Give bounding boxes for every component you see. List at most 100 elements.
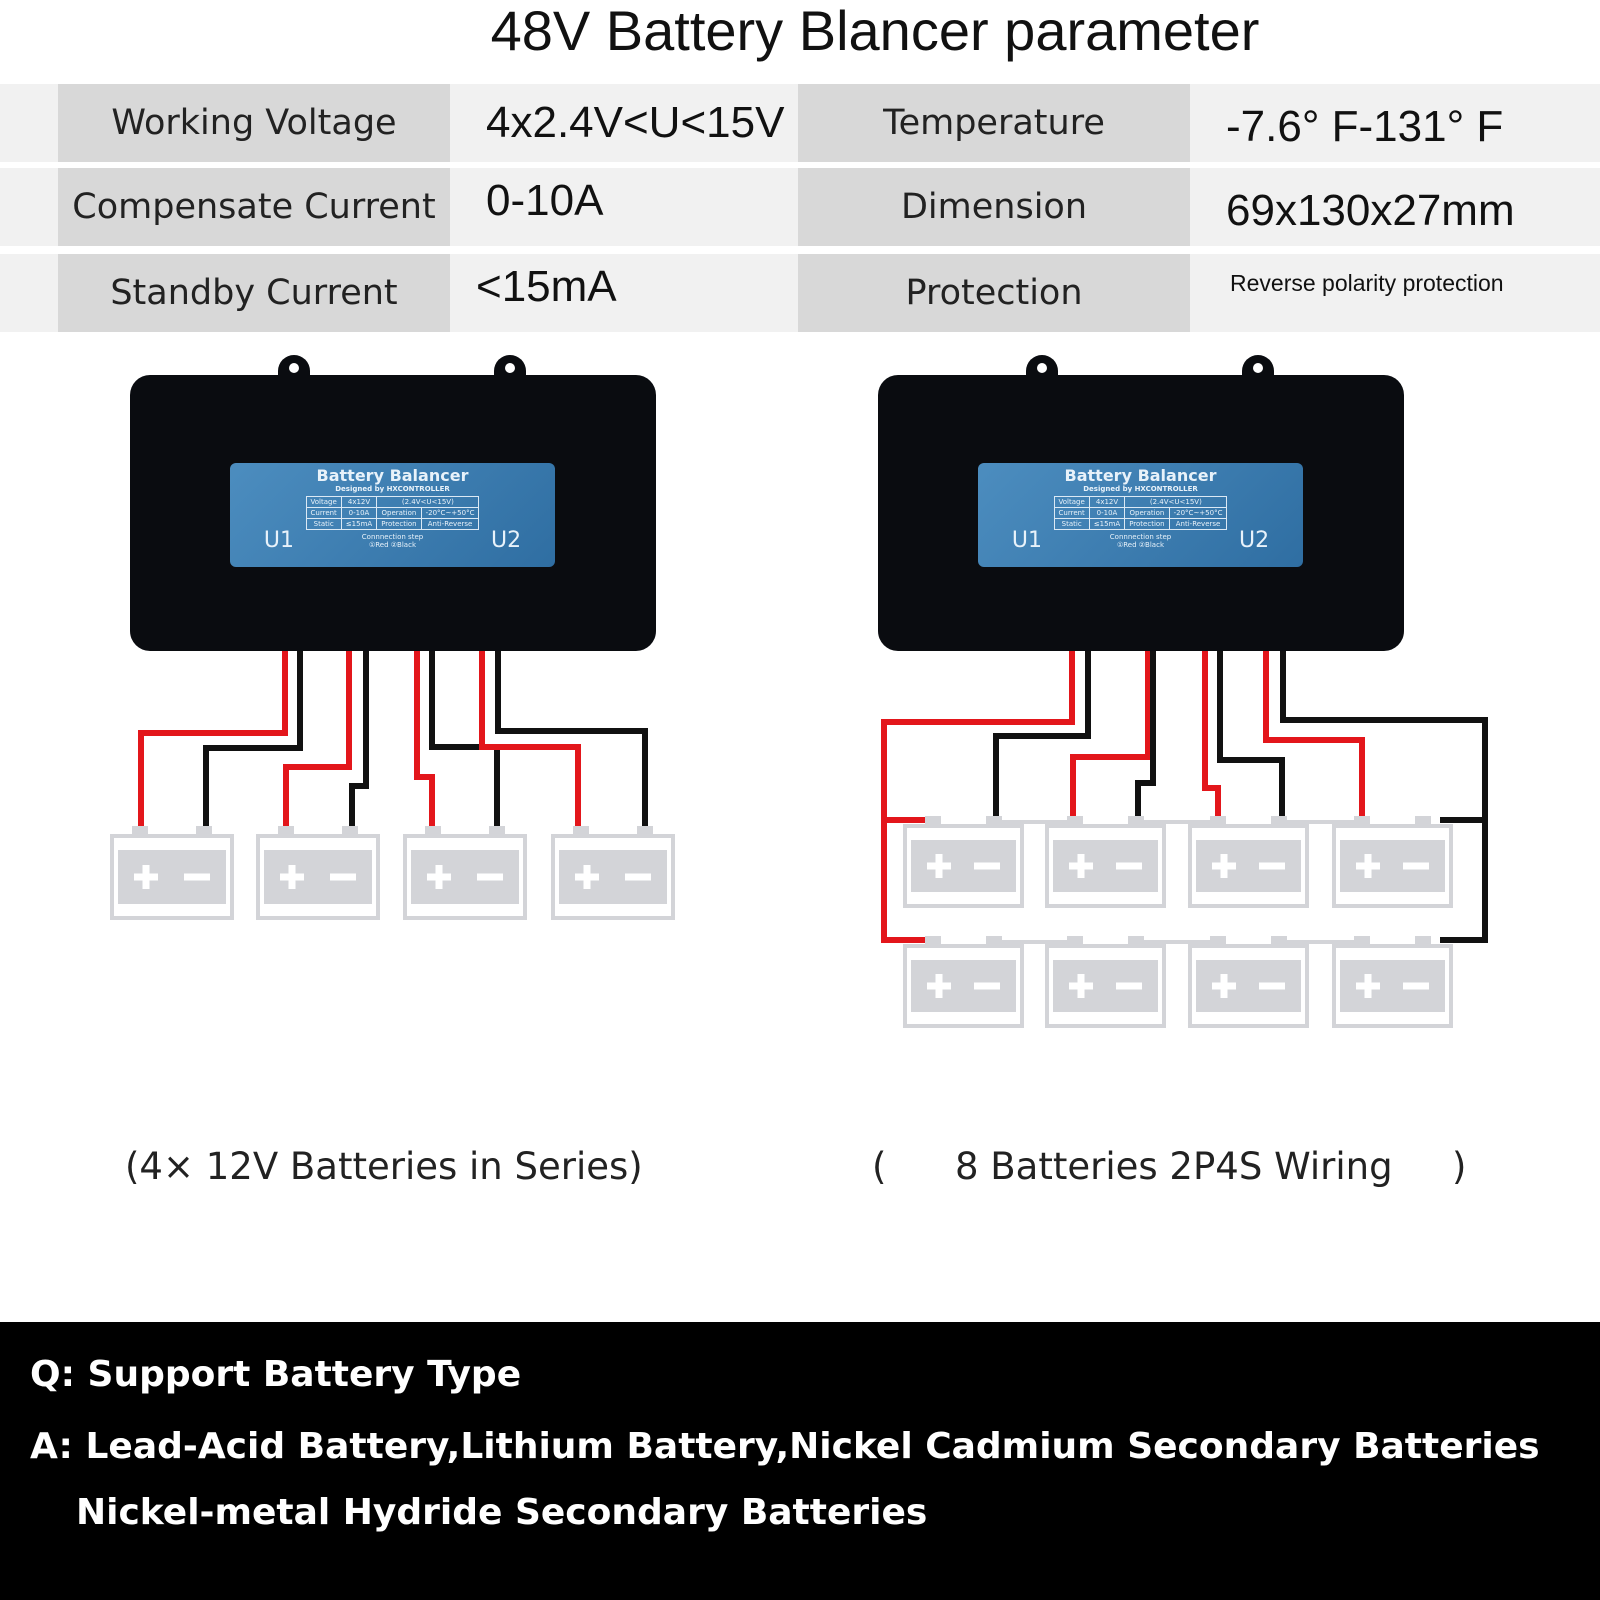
battery-terminal xyxy=(573,826,589,838)
red-wire xyxy=(1202,650,1221,818)
spec-cell: -20°C~+50°C xyxy=(420,507,480,519)
battery-terminal xyxy=(278,826,294,838)
device-label: Battery Balancer Designed by HXCONTROLLE… xyxy=(230,463,555,567)
spec-cell: Anti-Reverse xyxy=(1168,518,1228,530)
plus-icon xyxy=(427,865,451,889)
spec-cell: Static xyxy=(1053,518,1090,530)
param-value: <15mA xyxy=(476,262,617,311)
plus-icon xyxy=(927,974,951,998)
red-wire xyxy=(881,650,1075,943)
param-label: Standby Current xyxy=(58,254,450,332)
device-label: Battery Balancer Designed by HXCONTROLLE… xyxy=(978,463,1303,567)
spec-cell: Anti-Reverse xyxy=(420,518,480,530)
param-label: Working Voltage xyxy=(58,84,450,162)
battery-terminal xyxy=(1210,816,1226,828)
spec-cell: 0-10A xyxy=(340,507,378,519)
plus-icon xyxy=(134,865,158,889)
battery-link xyxy=(992,820,1068,944)
param-label: Temperature xyxy=(798,84,1190,162)
battery-terminal xyxy=(925,816,941,828)
spec-cell: Voltage xyxy=(305,496,342,508)
black-wire xyxy=(203,650,303,828)
red-wire xyxy=(1070,650,1151,818)
question: Q: Support Battery Type xyxy=(30,1354,522,1395)
battery-terminal xyxy=(1210,936,1226,948)
battery-body xyxy=(911,840,1016,892)
device-subtitle: Designed by HXCONTROLLER xyxy=(335,485,450,493)
black-wire xyxy=(429,650,500,828)
battery-type-qa: Q: Support Battery Type A: Lead-Acid Bat… xyxy=(0,1322,1600,1600)
spec-cell: 4x12V xyxy=(340,496,378,508)
u2-label: U2 xyxy=(490,528,522,553)
device-subtitle: Designed by HXCONTROLLER xyxy=(1083,485,1198,493)
battery-body xyxy=(911,960,1016,1012)
u1-label: U1 xyxy=(263,528,294,553)
param-value: 4x2.4V<U<15V xyxy=(486,98,785,147)
plus-icon xyxy=(1356,974,1380,998)
battery-body xyxy=(1340,960,1445,1012)
battery-link xyxy=(1277,820,1357,944)
device-title: Battery Balancer xyxy=(1064,466,1217,485)
red-wire xyxy=(479,650,581,828)
battery-balancer-device: Battery Balancer Designed by HXCONTROLLE… xyxy=(130,355,656,651)
battery-terminal xyxy=(196,826,212,838)
battery-body xyxy=(1053,960,1158,1012)
spec-cell: ≤15mA xyxy=(340,518,378,530)
answer-line-2: Nickel-metal Hydride Secondary Batteries xyxy=(76,1492,928,1533)
plus-icon xyxy=(280,865,304,889)
battery-terminal xyxy=(342,826,358,838)
spec-cell: Operation xyxy=(376,507,422,519)
caption-bracket-close: ) xyxy=(1452,1145,1467,1188)
spec-cell: (2.4V<U<15V) xyxy=(1124,496,1228,508)
battery-body xyxy=(1196,960,1301,1012)
param-label: Compensate Current xyxy=(58,168,450,246)
battery-terminal xyxy=(132,826,148,838)
caption-bracket-open: ( xyxy=(872,1145,887,1188)
spec-cell: Static xyxy=(305,518,342,530)
black-wire xyxy=(1280,650,1488,943)
red-wire xyxy=(1263,650,1365,818)
u1-label: U1 xyxy=(1011,528,1042,553)
battery-body xyxy=(1053,840,1158,892)
step-label: Connnection step xyxy=(1109,533,1172,541)
black-wire xyxy=(495,650,648,828)
battery-terminal xyxy=(1067,936,1083,948)
battery-terminal xyxy=(1067,816,1083,828)
battery-balancer-device: Battery Balancer Designed by HXCONTROLLE… xyxy=(878,355,1404,651)
answer-line-1: A: Lead-Acid Battery,Lithium Battery,Nic… xyxy=(30,1426,1540,1467)
battery-terminal xyxy=(1415,816,1431,828)
plus-icon xyxy=(927,854,951,878)
spec-cell: Current xyxy=(305,507,342,519)
plus-icon xyxy=(1069,974,1093,998)
param-value: Reverse polarity protection xyxy=(1230,269,1504,296)
spec-cell: -20°C~+50°C xyxy=(1168,507,1228,519)
spec-cell: Operation xyxy=(1124,507,1170,519)
battery-terminal xyxy=(925,936,941,948)
black-wire xyxy=(1135,650,1156,818)
param-label: Dimension xyxy=(798,168,1190,246)
spec-cell: 4x12V xyxy=(1088,496,1126,508)
spec-cell: (2.4V<U<15V) xyxy=(376,496,480,508)
param-value: -7.6° F-131° F xyxy=(1226,102,1504,151)
battery-link xyxy=(1134,820,1213,944)
device-title: Battery Balancer xyxy=(316,466,469,485)
param-label: Protection xyxy=(798,254,1190,332)
black-wire xyxy=(993,650,1091,818)
black-wire xyxy=(1217,650,1285,818)
battery-terminal xyxy=(425,826,441,838)
param-value: 69x130x27mm xyxy=(1226,186,1515,235)
battery-body xyxy=(1196,840,1301,892)
step-colors: ①Red ②Black xyxy=(1116,541,1164,549)
spec-cell: ≤15mA xyxy=(1088,518,1126,530)
red-wire xyxy=(138,650,288,828)
red-wire xyxy=(414,650,435,828)
spec-cell: 0-10A xyxy=(1088,507,1126,519)
black-wire xyxy=(349,650,369,828)
battery-terminal xyxy=(637,826,653,838)
param-value: 0-10A xyxy=(486,176,604,225)
caption-2p4s: 8 Batteries 2P4S Wiring xyxy=(955,1145,1393,1188)
battery-body xyxy=(1340,840,1445,892)
red-wire xyxy=(283,650,352,828)
u2-label: U2 xyxy=(1238,528,1270,553)
plus-icon xyxy=(1212,854,1236,878)
